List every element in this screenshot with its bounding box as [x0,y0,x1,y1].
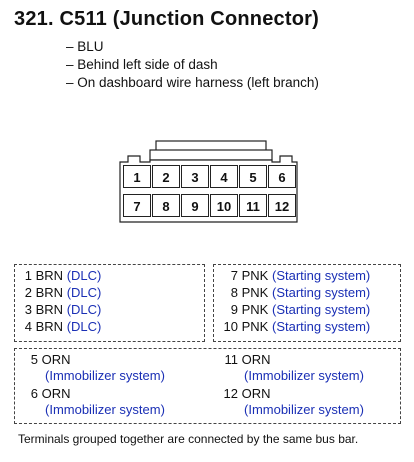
wire-color: BRN [35,285,64,300]
pin-11: 11 [239,194,267,217]
pin-1: 1 [123,165,151,188]
terminal-number: 3 [24,302,32,317]
detail-location: – Behind left side of dash [66,57,218,72]
connector-details: – BLU – Behind left side of dash – On da… [66,38,319,92]
terminal-row: 10 PNK (Starting system) [220,319,371,334]
page-title: 321. C511 (Junction Connector) [14,8,319,30]
terminal-number: 1 [24,268,32,283]
terminal-system: (Starting system) [271,319,371,334]
terminal-number: 8 [230,285,238,300]
terminal-system: (DLC) [66,268,102,283]
terminal-row: 5 ORN [20,352,71,367]
pin-7: 7 [123,194,151,217]
terminal-row: 7 PNK (Starting system) [220,268,370,283]
wire-color: BRN [35,268,64,283]
wire-color: PNK [241,319,269,334]
terminal-row: 11 ORN [220,352,271,367]
terminal-system: (Starting system) [271,268,371,283]
pin-8: 8 [152,194,180,217]
terminal-row: 6 ORN [20,386,71,401]
connector-diagram: 1 2 3 4 5 6 7 8 9 10 11 12 [0,0,414,230]
terminal-number: 4 [24,319,32,334]
terminal-number: 12 [223,386,238,401]
wire-color: ORN [241,352,271,367]
terminal-number: 7 [230,268,238,283]
wire-color: ORN [41,352,71,367]
terminal-system: (DLC) [66,285,102,300]
terminal-group-immobilizer [14,348,401,424]
pin-10: 10 [210,194,238,217]
terminal-system: (Starting system) [271,302,371,317]
wire-color: ORN [241,386,271,401]
terminal-row: 12 ORN [220,386,271,401]
terminal-system: (Immobilizer system) [244,402,364,417]
wire-color: PNK [241,302,269,317]
terminal-row: 4 BRN (DLC) [14,319,102,334]
footnote: Terminals grouped together are connected… [18,432,359,446]
wire-color: PNK [241,268,269,283]
terminal-number: 5 [30,352,38,367]
terminal-system: (Starting system) [271,285,371,300]
terminal-number: 11 [224,352,239,367]
pin-2: 2 [152,165,180,188]
terminal-system: (Immobilizer system) [45,402,165,417]
terminal-group-starting [213,264,401,342]
pin-6: 6 [268,165,296,188]
terminal-number: 10 [223,319,238,334]
terminal-row: 1 BRN (DLC) [14,268,102,283]
terminal-number: 9 [230,302,238,317]
detail-harness: – On dashboard wire harness (left branch… [66,75,319,90]
pin-3: 3 [181,165,209,188]
terminal-row: 8 PNK (Starting system) [220,285,370,300]
pin-9: 9 [181,194,209,217]
pin-12: 12 [268,194,296,217]
terminal-row: 9 PNK (Starting system) [220,302,370,317]
pin-5: 5 [239,165,267,188]
pin-4: 4 [210,165,238,188]
terminal-number: 2 [24,285,32,300]
terminal-number: 6 [30,386,38,401]
wire-color: ORN [41,386,71,401]
wire-color: BRN [35,319,64,334]
detail-color: – BLU [66,39,104,54]
terminal-system: (DLC) [66,319,102,334]
terminal-system: (DLC) [66,302,102,317]
terminal-system: (Immobilizer system) [45,368,165,383]
wire-color: PNK [241,285,269,300]
terminal-row: 2 BRN (DLC) [14,285,102,300]
terminal-group-dlc [14,264,205,342]
terminal-system: (Immobilizer system) [244,368,364,383]
terminal-row: 3 BRN (DLC) [14,302,102,317]
wire-color: BRN [35,302,64,317]
